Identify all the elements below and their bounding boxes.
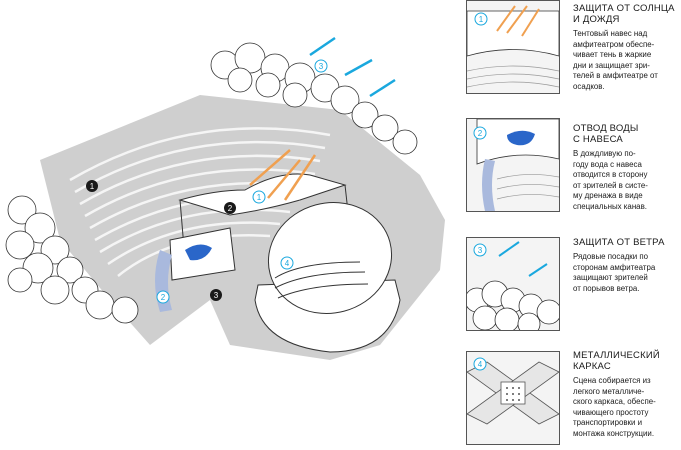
sun-arrows bbox=[249, 149, 317, 201]
black-marker-3: 3 bbox=[210, 289, 222, 301]
frame-detail-drawing: 4 bbox=[467, 352, 559, 444]
marker-1-main: 1 bbox=[252, 190, 266, 204]
amphitheatre-illustration: 1 2 3 4 1 2 3 bbox=[5, 36, 445, 360]
black-marker-2: 2 bbox=[224, 202, 236, 214]
wind-detail-drawing: 3 bbox=[467, 238, 559, 330]
svg-text:3: 3 bbox=[478, 246, 483, 255]
svg-text:2: 2 bbox=[228, 204, 233, 213]
caption-body: Тентовый навес над амфитеатром обеспе- ч… bbox=[573, 29, 658, 91]
caption-title: ЗАЩИТА ОТ СОЛНЦА И ДОЖДЯ bbox=[573, 3, 675, 25]
detail-panel-drainage: 2 bbox=[466, 118, 560, 212]
svg-text:1: 1 bbox=[257, 193, 262, 202]
svg-text:4: 4 bbox=[478, 360, 483, 369]
svg-text:1: 1 bbox=[90, 182, 95, 191]
canopy-detail-drawing: 1 bbox=[467, 1, 559, 93]
caption-title: МЕТАЛЛИЧЕСКИЙ КАРКАС bbox=[573, 350, 660, 372]
marker-2-main: 2 bbox=[156, 290, 170, 304]
marker-4-main: 4 bbox=[280, 256, 294, 270]
caption-body: Рядовые посадки по сторонам амфитеатра з… bbox=[573, 252, 656, 293]
detail-panel-canopy: 1 bbox=[466, 0, 560, 94]
wind-arrows bbox=[309, 36, 396, 98]
svg-text:3: 3 bbox=[319, 62, 324, 71]
svg-text:1: 1 bbox=[479, 15, 484, 24]
svg-text:2: 2 bbox=[161, 293, 166, 302]
trees-top bbox=[210, 42, 418, 155]
svg-text:4: 4 bbox=[285, 259, 290, 268]
caption-wind: ЗАЩИТА ОТ ВЕТРА Рядовые посадки по сторо… bbox=[573, 237, 679, 294]
caption-sun-rain: ЗАЩИТА ОТ СОЛНЦА И ДОЖДЯ Тентовый навес … bbox=[573, 3, 679, 93]
caption-body: Сцена собирается из легкого металличе- с… bbox=[573, 376, 656, 438]
caption-title: ЗАЩИТА ОТ ВЕТРА bbox=[573, 237, 665, 248]
caption-title: ОТВОД ВОДЫ С НАВЕСА bbox=[573, 123, 639, 145]
caption-body: В дождливую по- году вода с навеса отвод… bbox=[573, 149, 648, 211]
stage bbox=[254, 202, 401, 353]
detail-panel-frame: 4 bbox=[466, 351, 560, 445]
svg-text:2: 2 bbox=[478, 129, 483, 138]
black-marker-1: 1 bbox=[86, 180, 98, 192]
drainage-detail-drawing: 2 bbox=[467, 119, 559, 211]
detail-panel-wind: 3 bbox=[466, 237, 560, 331]
caption-metal-frame: МЕТАЛЛИЧЕСКИЙ КАРКАС Сцена собирается из… bbox=[573, 350, 679, 440]
marker-3-main: 3 bbox=[314, 59, 328, 73]
caption-water-drain: ОТВОД ВОДЫ С НАВЕСА В дождливую по- году… bbox=[573, 123, 679, 213]
svg-text:3: 3 bbox=[214, 291, 219, 300]
trees-left bbox=[5, 195, 139, 324]
